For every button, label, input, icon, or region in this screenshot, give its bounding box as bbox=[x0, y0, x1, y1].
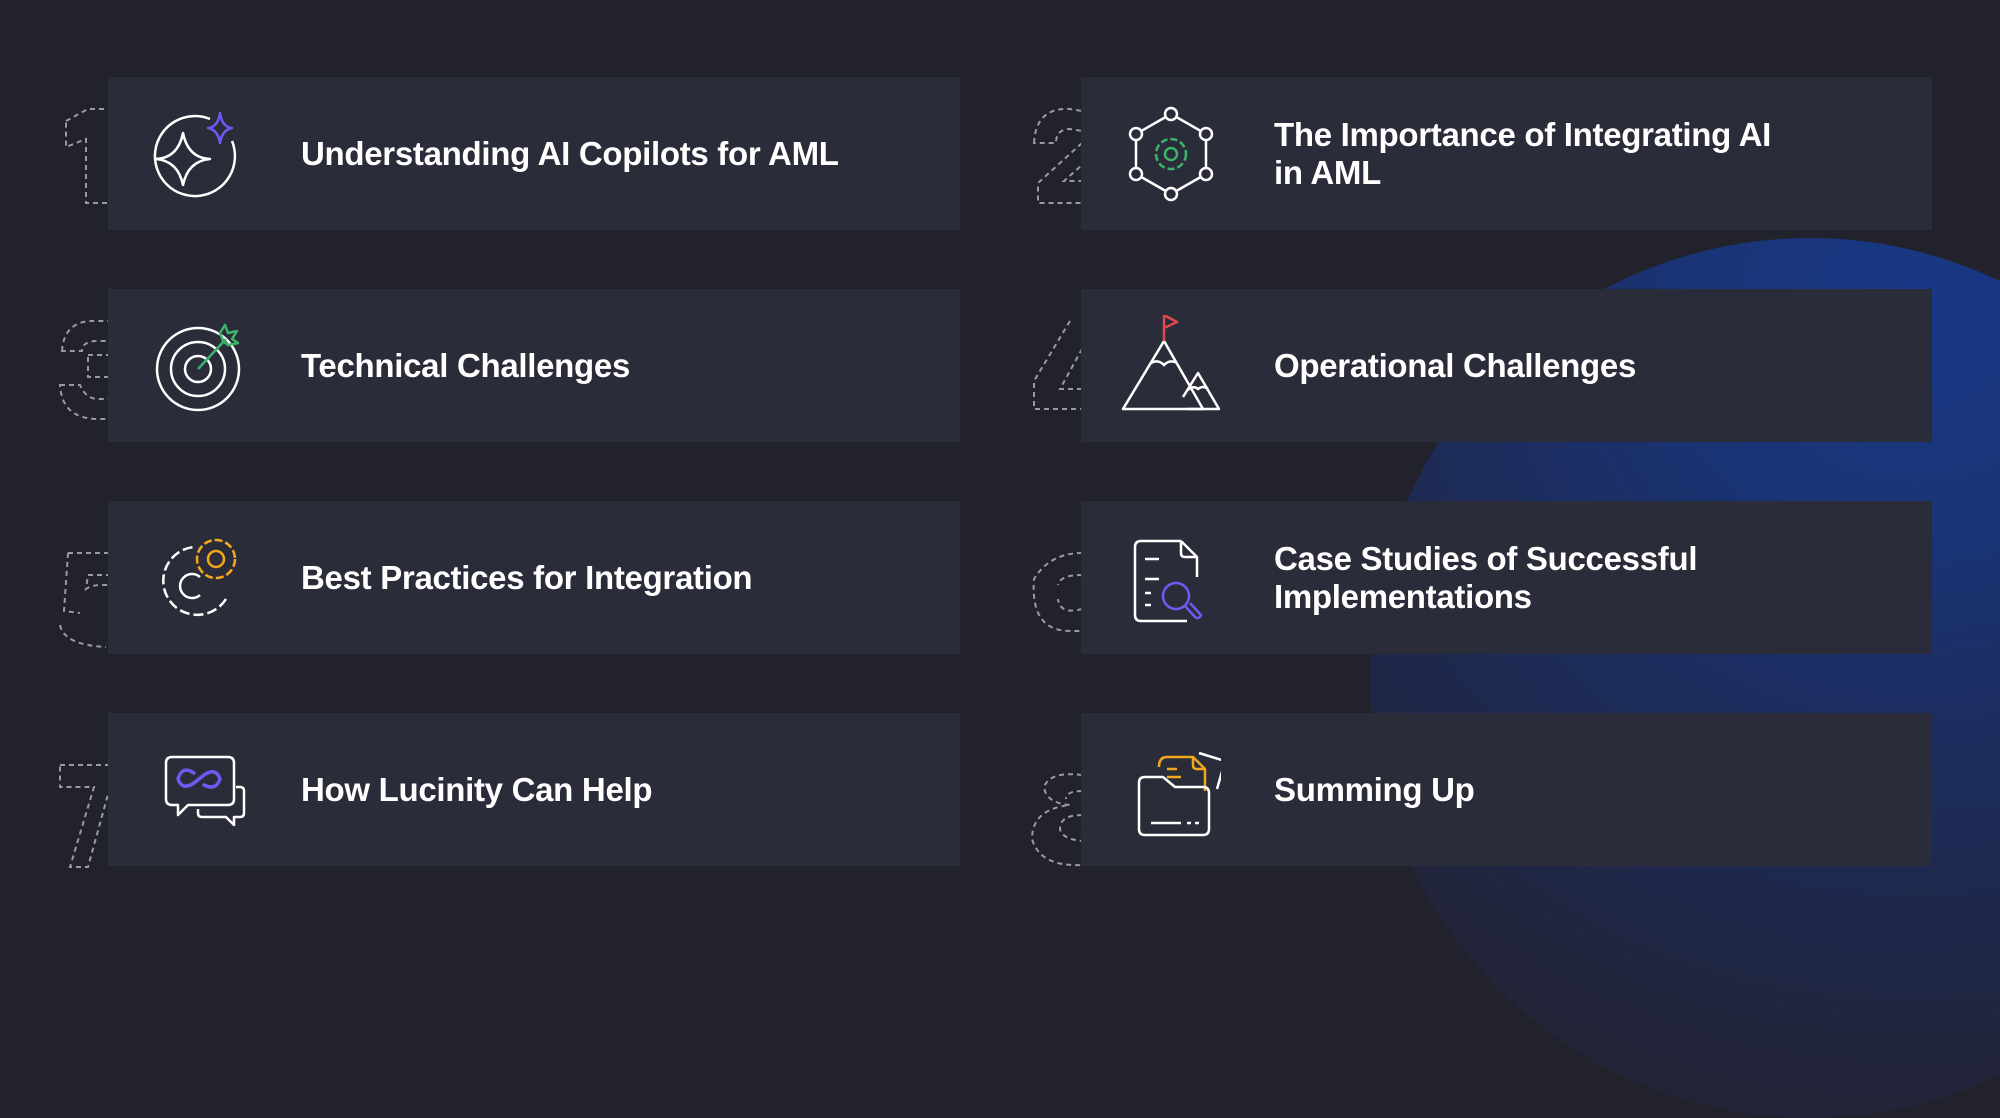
toc-item-title: Summing Up bbox=[1274, 770, 1475, 808]
mountain-flag-icon bbox=[1121, 313, 1221, 415]
folder-documents-icon bbox=[1121, 739, 1227, 839]
toc-item-title: The Importance of Integrating AI in AML bbox=[1274, 115, 1772, 191]
chat-bubbles-link-icon bbox=[148, 739, 248, 839]
outline-numeral-8 bbox=[1030, 713, 1140, 866]
outline-numeral-7 bbox=[58, 713, 168, 868]
outline-numeral-2 bbox=[1030, 77, 1140, 230]
document-search-icon bbox=[1121, 527, 1221, 627]
toc-item-title: Technical Challenges bbox=[301, 346, 630, 384]
toc-item-title: Understanding AI Copilots for AML bbox=[301, 134, 839, 172]
sparkle-stars-icon bbox=[148, 103, 248, 203]
toc-item-8[interactable]: Summing Up bbox=[1081, 713, 1932, 866]
outline-numeral-4 bbox=[1030, 289, 1140, 442]
toc-item-6[interactable]: Case Studies of Successful Implementatio… bbox=[1081, 501, 1932, 654]
outline-numeral-1 bbox=[58, 77, 168, 230]
outline-numeral-6 bbox=[1030, 501, 1140, 654]
outline-numeral-5 bbox=[58, 501, 168, 654]
target-arrow-icon bbox=[148, 315, 248, 415]
toc-item-title: Best Practices for Integration bbox=[301, 558, 753, 596]
toc-item-1[interactable]: Understanding AI Copilots for AML bbox=[108, 77, 960, 230]
toc-item-3[interactable]: Technical Challenges bbox=[108, 289, 960, 442]
toc-item-title: Operational Challenges bbox=[1274, 346, 1636, 384]
toc-item-5[interactable]: Best Practices for Integration bbox=[108, 501, 960, 654]
toc-item-title: How Lucinity Can Help bbox=[301, 770, 653, 808]
hexagon-network-gear-icon bbox=[1121, 103, 1221, 203]
toc-item-4[interactable]: Operational Challenges bbox=[1081, 289, 1932, 442]
toc-item-title: Case Studies of Successful Implementatio… bbox=[1274, 539, 1698, 615]
gears-icon bbox=[148, 527, 248, 627]
toc-item-2[interactable]: The Importance of Integrating AI in AML bbox=[1081, 77, 1932, 230]
toc-item-7[interactable]: How Lucinity Can Help bbox=[108, 713, 960, 866]
